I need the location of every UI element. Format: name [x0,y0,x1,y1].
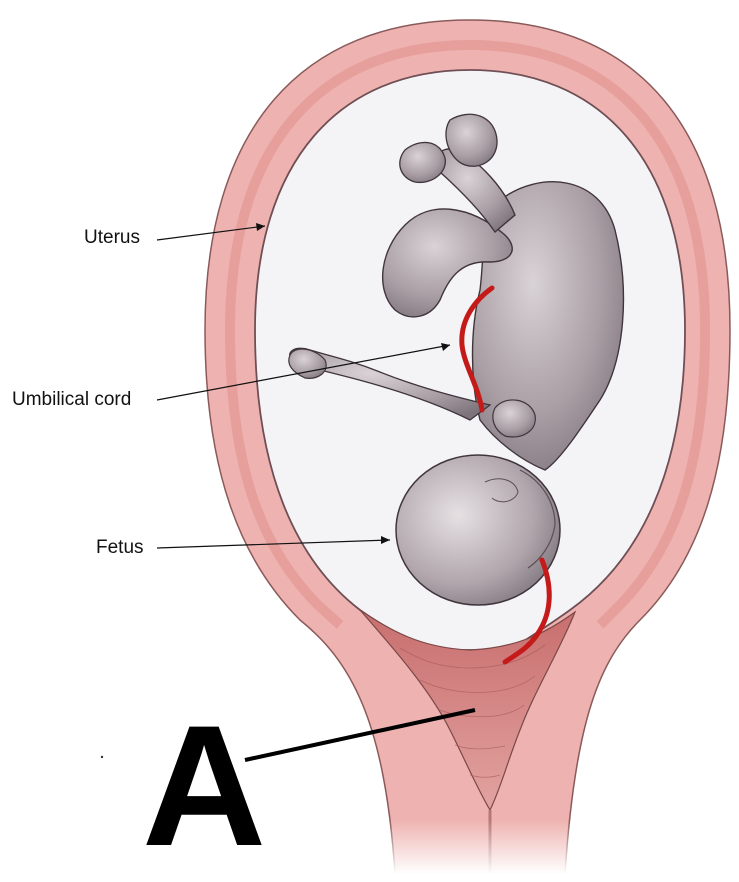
label-fetus: Fetus [96,538,144,557]
fetus-hand-right [493,400,535,437]
label-uterus: Uterus [84,228,140,247]
stray-dot [101,756,103,758]
bottom-fade [380,820,580,874]
label-a-marker: A [142,700,266,872]
fetus-head [396,455,560,605]
label-umbilical-cord: Umbilical cord [12,390,131,409]
